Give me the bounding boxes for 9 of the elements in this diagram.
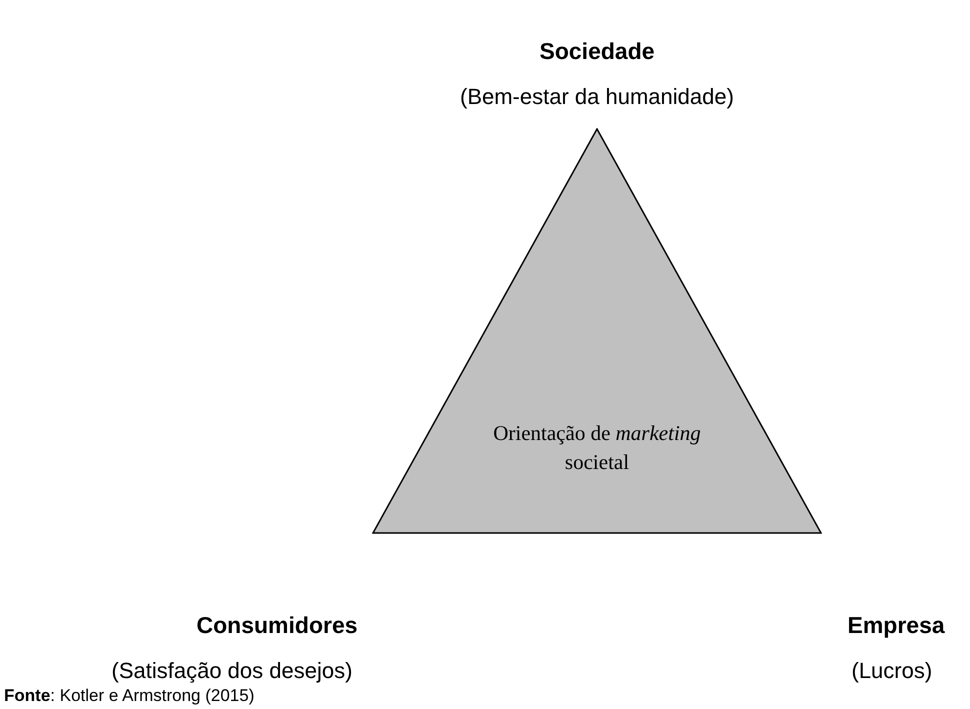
triangle-shape — [372, 128, 822, 534]
description-label: (Bem-estar da humanidade) — [460, 84, 734, 110]
description-label: (Lucros) — [852, 658, 932, 684]
caption: Fonte: Kotler e Armstrong (2015) — [4, 686, 254, 706]
heading-label: Empresa — [848, 612, 945, 639]
heading-label: Consumidores — [196, 612, 358, 639]
description-label: (Satisfação dos desejos) — [112, 658, 352, 684]
heading-label: Sociedade — [540, 38, 655, 65]
triangle-label: Orientação de marketing societal — [492, 420, 702, 476]
